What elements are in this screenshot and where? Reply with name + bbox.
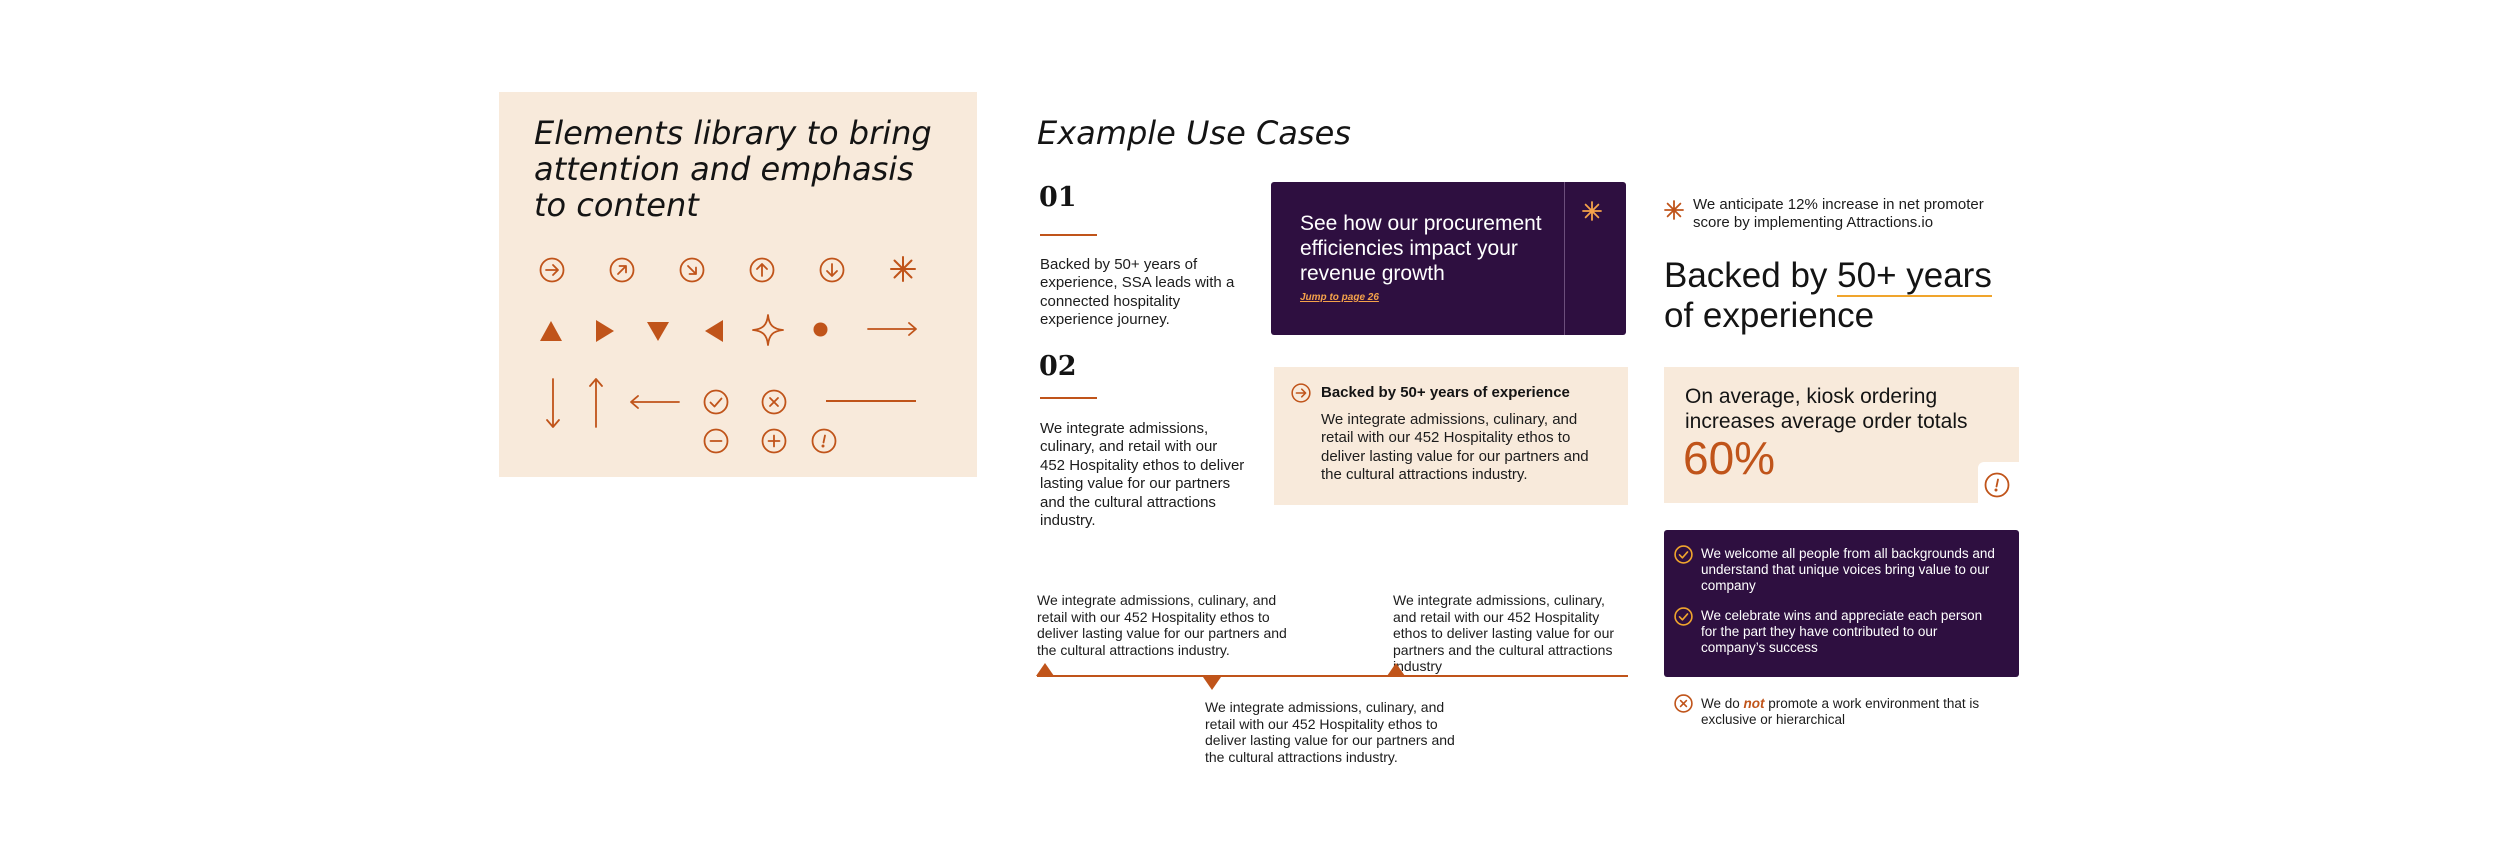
elements-library-panel	[499, 92, 977, 477]
asterisk-icon	[890, 256, 916, 282]
item-number-rule	[1040, 397, 1097, 399]
check-circle-icon	[1674, 607, 1693, 626]
arrow-down-circle-icon	[819, 257, 845, 283]
check-circle-icon	[1674, 545, 1693, 564]
long-arrow-right-icon	[867, 321, 917, 337]
x-circle-icon	[1674, 694, 1693, 713]
backed-prefix: Backed by	[1664, 256, 1838, 295]
line-icon	[826, 399, 916, 403]
procurement-card[interactable]	[1271, 182, 1626, 335]
card-divider	[1564, 182, 1565, 335]
callout-card	[1274, 367, 1628, 505]
triangle-up-icon	[1387, 663, 1405, 676]
stat-value: 60%	[1683, 432, 1776, 484]
stat-card	[1664, 367, 2019, 503]
timeline-line	[1037, 675, 1628, 677]
triangle-down-icon	[646, 321, 670, 342]
sparkle-icon	[752, 314, 784, 346]
dot-icon	[813, 322, 828, 337]
values-card	[1664, 530, 2019, 677]
jump-to-page-link[interactable]: Jump to page 26	[1300, 292, 1379, 303]
item-number-02: 02	[1039, 351, 1077, 382]
arrow-up-circle-icon	[749, 257, 775, 283]
long-arrow-left-icon	[630, 394, 680, 410]
check-circle-icon	[703, 389, 729, 415]
triangle-left-icon	[704, 319, 724, 343]
long-arrow-down-icon	[545, 378, 561, 428]
timeline-item-text: We integrate admissions, culinary, and r…	[1037, 592, 1287, 658]
exclamation-circle-icon	[1984, 472, 2010, 498]
backed-suffix: of experience	[1664, 296, 1875, 335]
negative-emphasis: not	[1743, 696, 1765, 711]
item-02-text: We integrate admissions, culinary, and r…	[1040, 420, 1245, 530]
arrow-down-right-circle-icon	[679, 257, 705, 283]
long-arrow-up-icon	[588, 378, 604, 428]
x-circle-icon	[761, 389, 787, 415]
triangle-up-icon	[1036, 663, 1054, 676]
arrow-right-circle-icon	[1291, 383, 1311, 403]
anticipate-text: We anticipate 12% increase in net promot…	[1693, 196, 1984, 232]
negative-suffix: promote a work environment that is exclu…	[1701, 696, 1980, 727]
item-number-rule	[1040, 234, 1097, 236]
value-item-text: We celebrate wins and appreciate each pe…	[1701, 608, 1983, 655]
triangle-right-icon	[595, 319, 615, 343]
negative-prefix: We do	[1701, 696, 1744, 711]
triangle-up-icon	[539, 320, 563, 342]
use-cases-title: Example Use Cases	[1037, 114, 1351, 152]
timeline-item-text: We integrate admissions, culinary, and r…	[1393, 592, 1615, 674]
item-01-text: Backed by 50+ years of experience, SSA l…	[1040, 256, 1235, 329]
item-number-01: 01	[1039, 182, 1077, 213]
plus-circle-icon	[761, 428, 787, 454]
callout-body: We integrate admissions, culinary, and r…	[1321, 411, 1589, 484]
arrow-right-circle-icon	[539, 257, 565, 283]
exclamation-circle-icon	[811, 428, 837, 454]
value-item-text: We welcome all people from all backgroun…	[1701, 546, 1995, 593]
backed-highlight: 50+ years	[1837, 256, 1992, 297]
library-title: Elements library to bring attention and …	[534, 114, 932, 224]
negative-value-text: We do not promote a work environment tha…	[1701, 696, 2001, 728]
timeline-item-text: We integrate admissions, culinary, and r…	[1205, 699, 1455, 765]
callout-heading: Backed by 50+ years of experience	[1321, 384, 1570, 401]
triangle-down-icon	[1203, 677, 1221, 690]
arrow-up-right-circle-icon	[609, 257, 635, 283]
asterisk-icon	[1664, 200, 1684, 220]
minus-circle-icon	[703, 428, 729, 454]
stat-text: On average, kiosk ordering increases ave…	[1685, 385, 1968, 433]
procurement-card-title: See how our procurement efficiencies imp…	[1300, 212, 1542, 285]
asterisk-icon	[1582, 201, 1602, 221]
